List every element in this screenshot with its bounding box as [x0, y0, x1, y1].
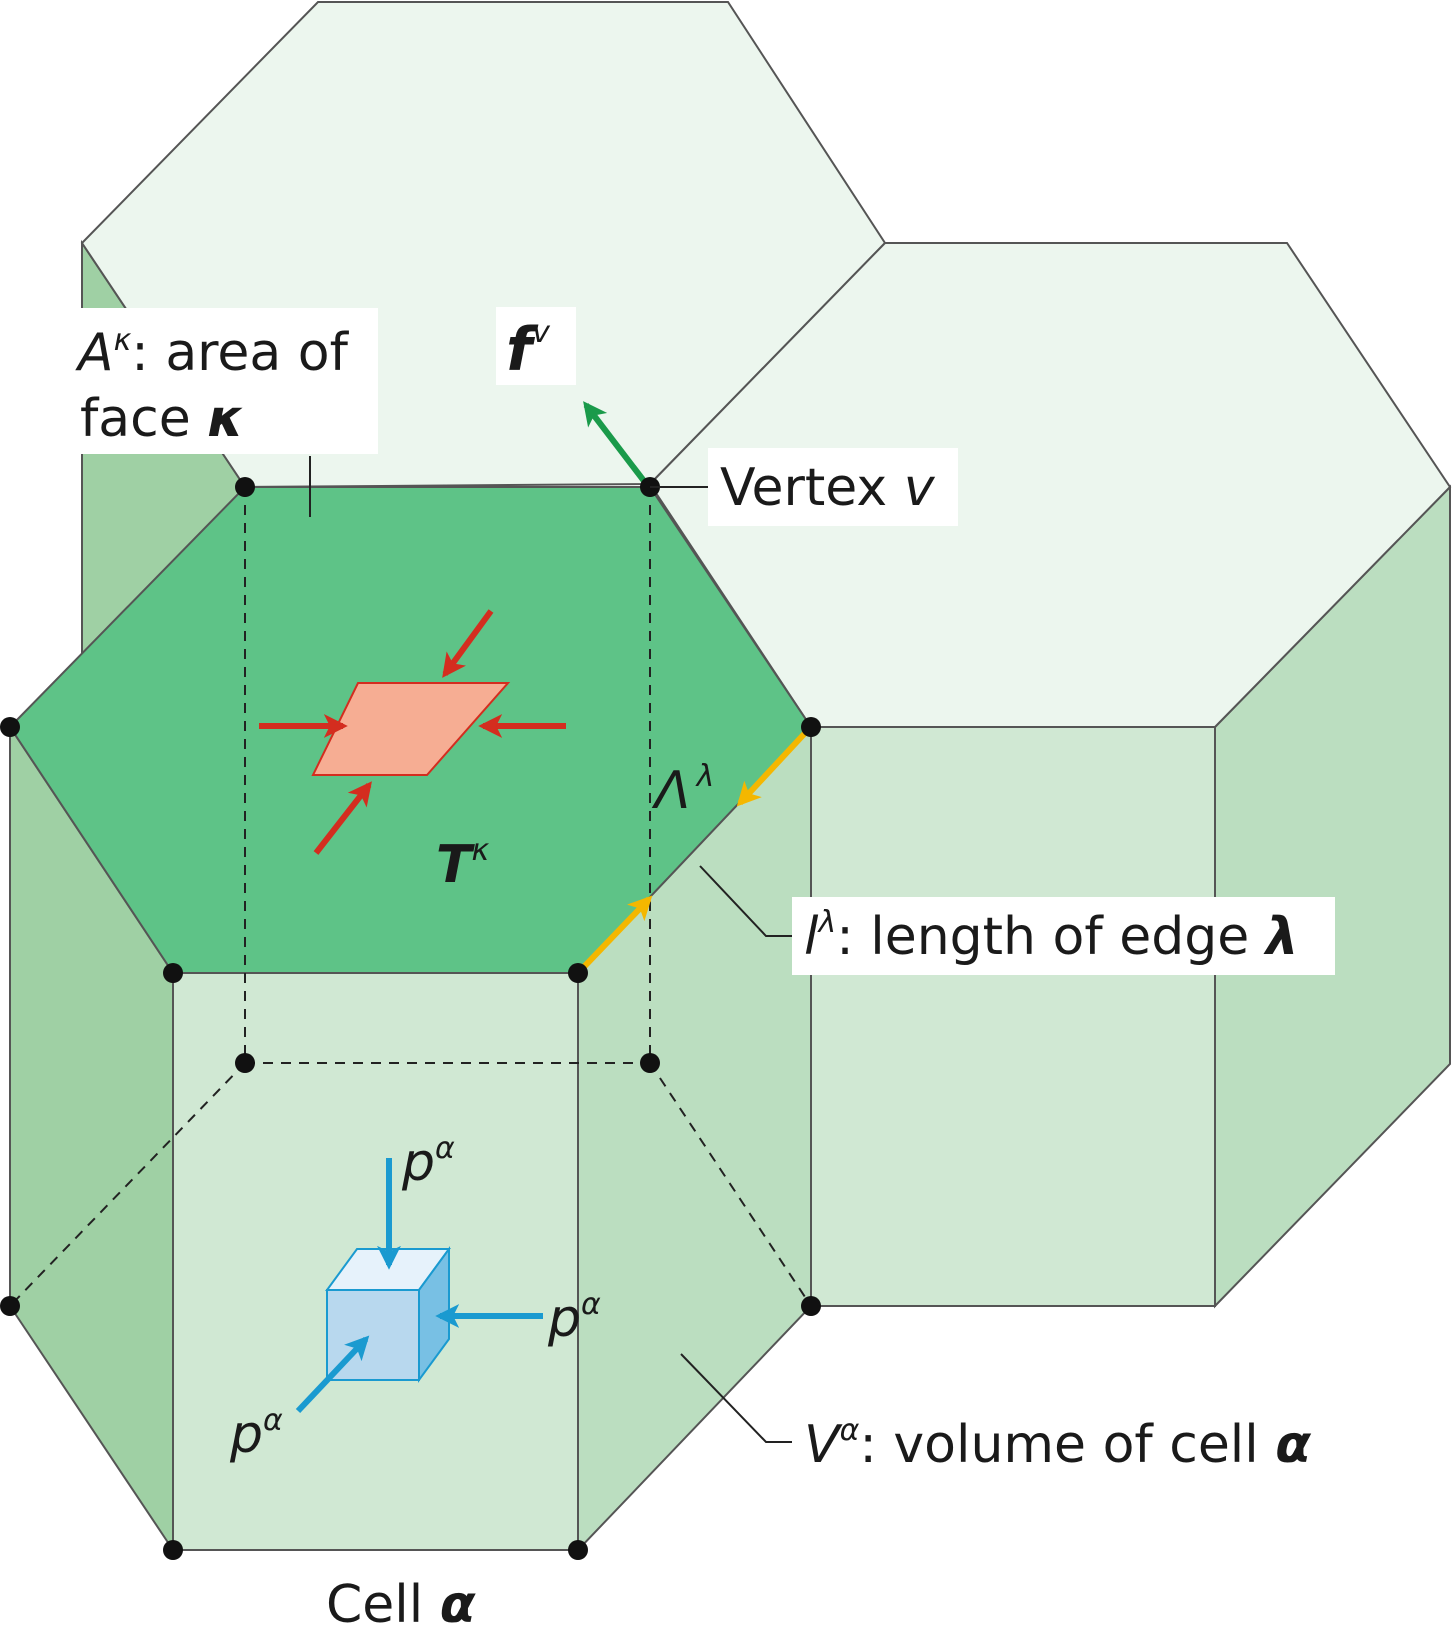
vertex-dot — [568, 1540, 588, 1560]
tension-patch — [311, 682, 511, 776]
vertex-dot — [163, 1540, 183, 1560]
edge-tension-arrows — [577, 729, 809, 974]
vertex-label-box — [708, 448, 958, 526]
tension-label: Tκ — [436, 833, 489, 895]
area-label-box — [72, 308, 378, 454]
vertex-dot — [801, 1296, 821, 1316]
area-label-line2: face κ — [80, 389, 244, 449]
cell-label: Cell α — [326, 1575, 476, 1634]
force-label-box — [496, 307, 576, 385]
volume-label: Vα: volume of cell α — [804, 1413, 1311, 1475]
pressure-label-right: pα — [547, 1287, 601, 1349]
vertex-dot — [235, 477, 255, 497]
pressure-label-top: pα — [401, 1131, 455, 1193]
vertex-dot — [0, 1296, 20, 1316]
volume-label-box — [792, 1402, 1332, 1482]
vertex-dot — [640, 1053, 660, 1073]
force-arrow — [583, 401, 647, 483]
vertices — [0, 477, 821, 1560]
vertex-dot — [0, 717, 20, 737]
vertex-dot — [163, 963, 183, 983]
tension-arrows — [259, 609, 566, 855]
leader-lines — [309, 456, 792, 1443]
edge-length-label: lλ: length of edge λ — [804, 905, 1299, 967]
vertex-dot — [235, 1053, 255, 1073]
vertex-dot — [568, 963, 588, 983]
vertex-dot — [801, 717, 821, 737]
edge-label-box — [792, 897, 1335, 975]
pressure-label-bottom: pα — [229, 1403, 283, 1465]
vertex-label: Vertex v — [720, 458, 936, 518]
area-label-line1: Aκ: area of — [75, 323, 350, 383]
right-cell-front-wall — [810, 726, 1216, 1307]
pressure-arrows — [295, 1158, 543, 1414]
hidden-edges — [9, 487, 812, 1307]
